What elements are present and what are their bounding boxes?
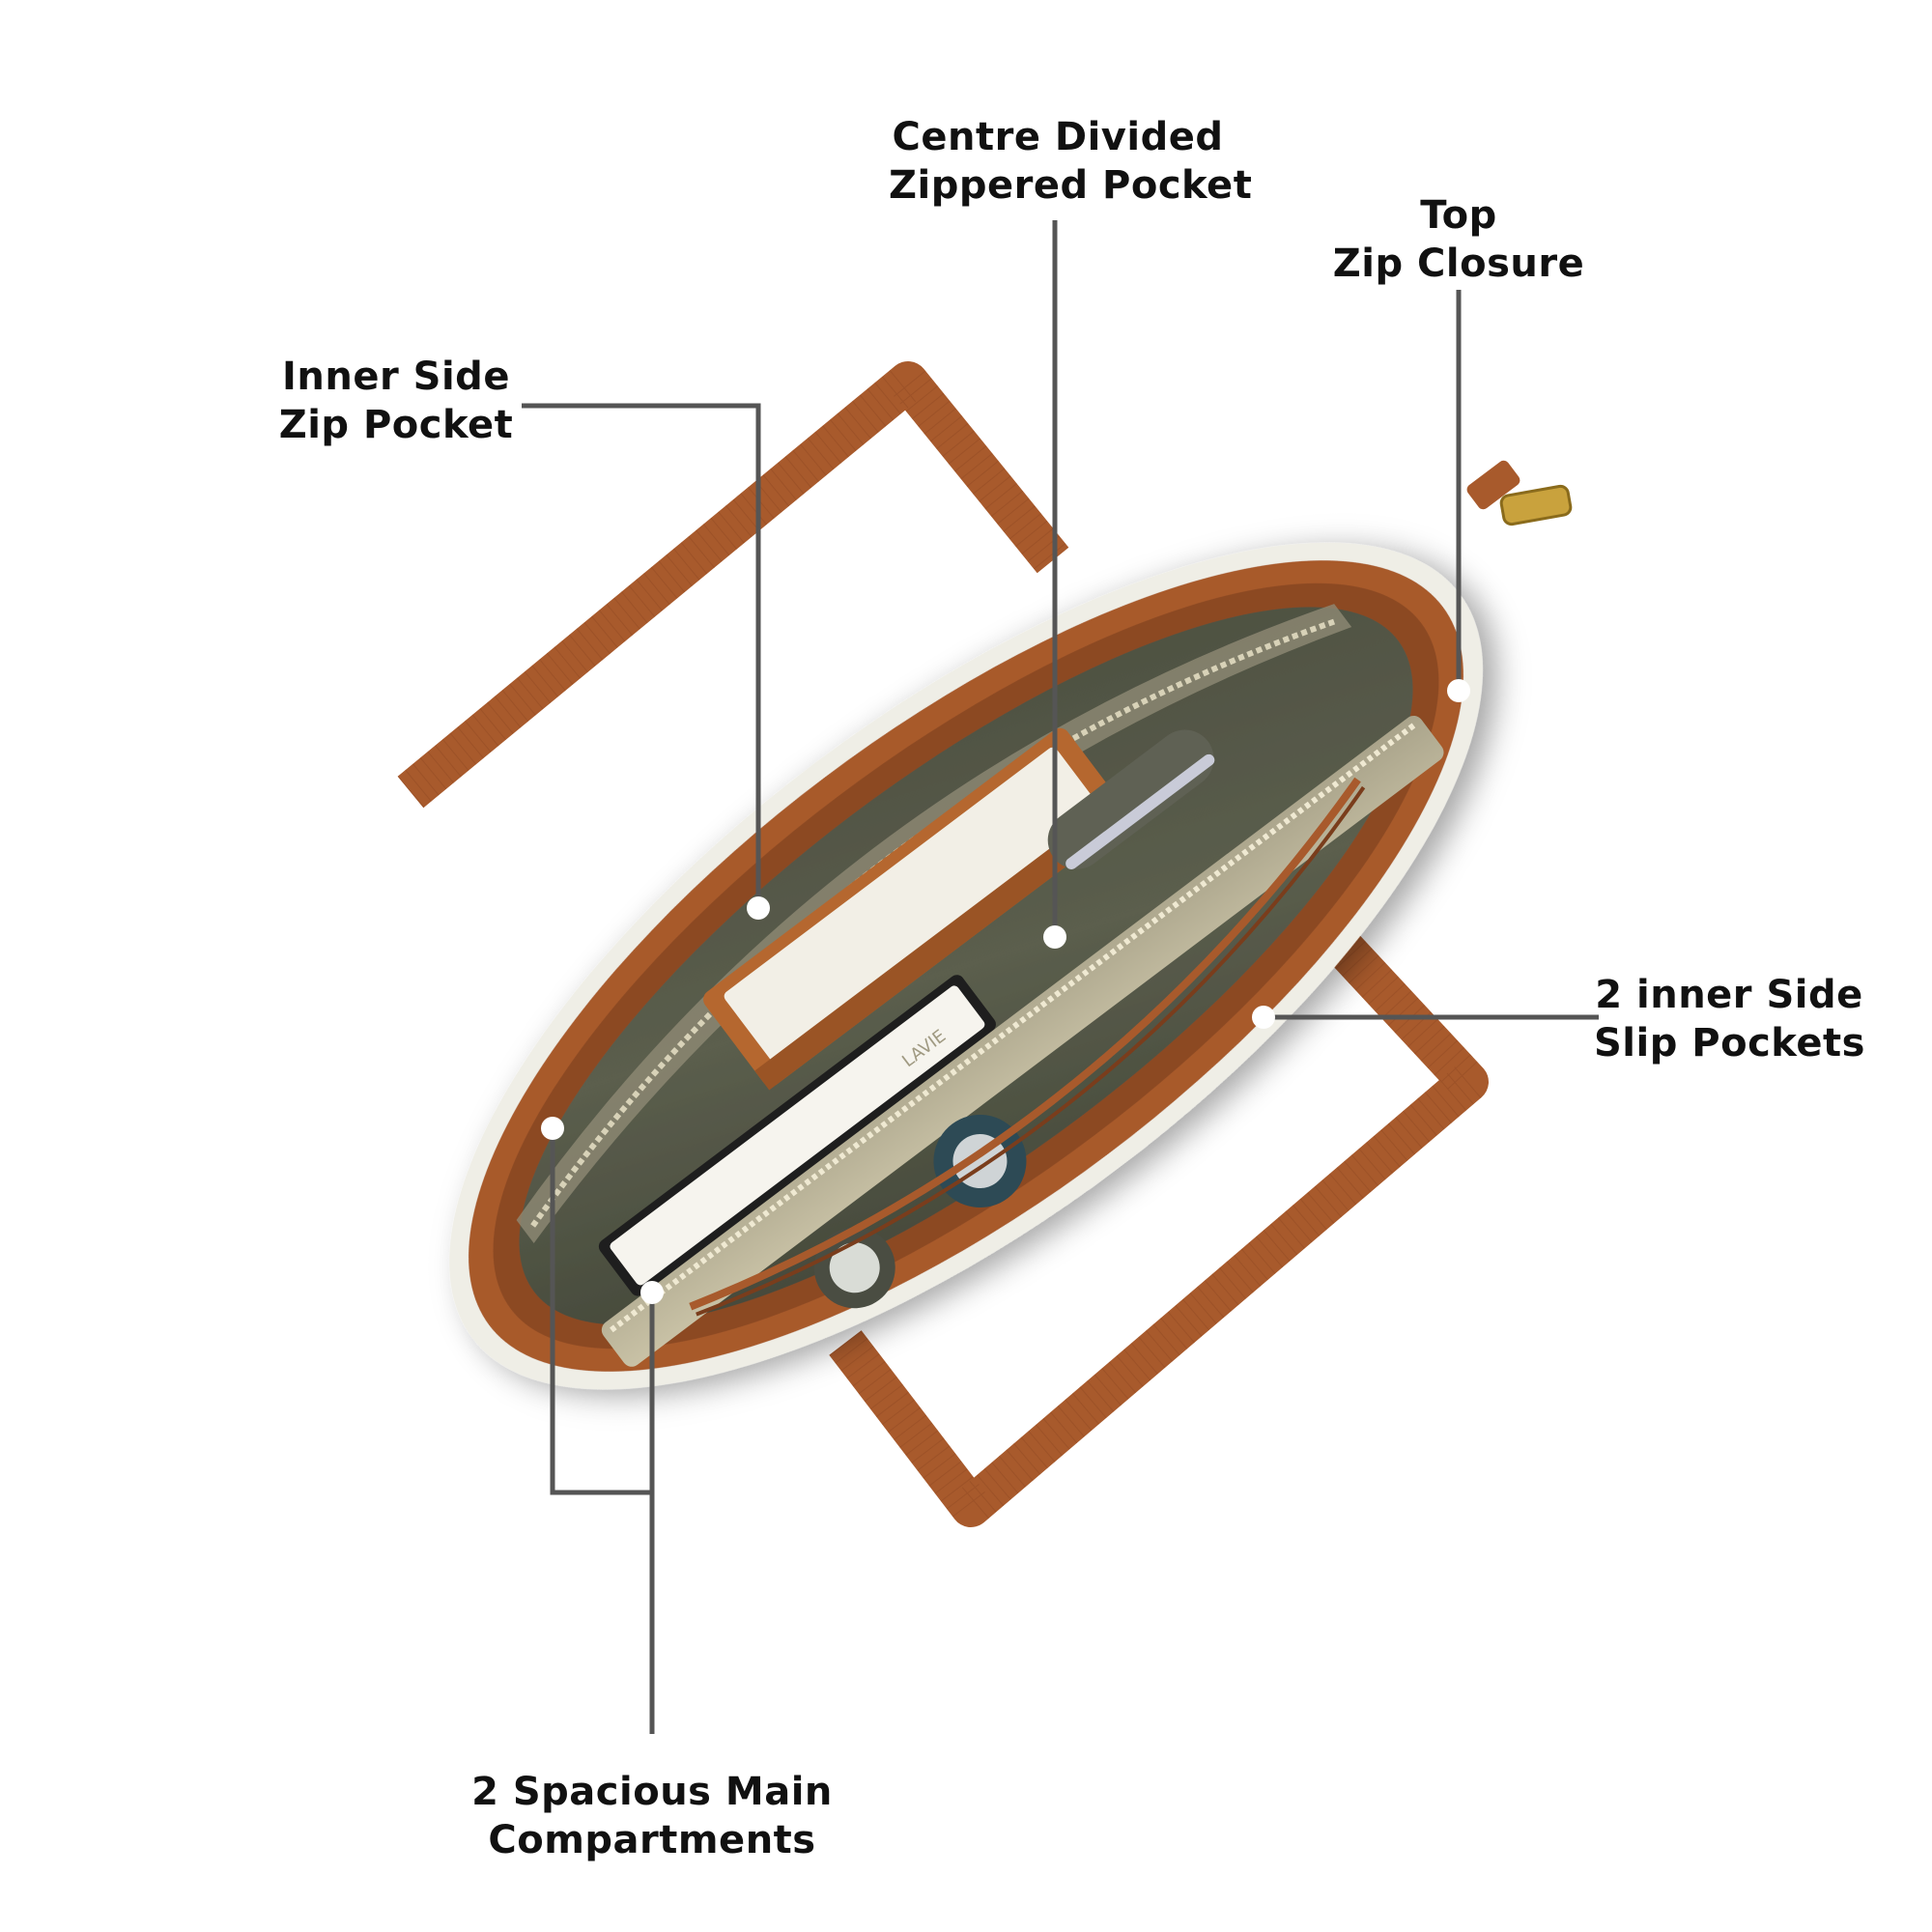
zip-puller	[1466, 460, 1573, 526]
callout-slip-pockets-line1: 2 inner Side	[1595, 973, 1863, 1017]
callout-top-zip-line2: Zip Closure	[1332, 242, 1585, 286]
callout-main-compartments: 2 Spacious Main Compartments	[459, 1768, 845, 1864]
callout-inner-zip: Inner Side Zip Pocket	[261, 353, 531, 449]
callout-main-compartments-line1: 2 Spacious Main	[471, 1770, 833, 1814]
dot-compartment-2	[640, 1281, 664, 1304]
callout-inner-zip-line2: Zip Pocket	[278, 403, 514, 447]
dot-top-zip	[1447, 679, 1470, 702]
callout-top-zip: Top Zip Closure	[1304, 191, 1613, 288]
callout-centre-pocket-line2: Zippered Pocket	[889, 163, 1253, 208]
callout-centre-pocket-line1: Centre Divided	[892, 115, 1224, 159]
dot-compartment-1	[541, 1117, 564, 1140]
dot-inner-zip	[747, 896, 770, 920]
dot-slip-pockets	[1252, 1006, 1275, 1029]
leader-line-compartments	[550, 1128, 655, 1495]
callout-top-zip-line1: Top	[1420, 193, 1497, 238]
leader-lines	[522, 220, 1599, 1734]
callout-slip-pockets-line2: Slip Pockets	[1594, 1021, 1865, 1065]
dot-centre-pocket	[1043, 925, 1066, 949]
callout-centre-pocket: Centre Divided Zippered Pocket	[889, 113, 1253, 210]
callout-main-compartments-line2: Compartments	[488, 1818, 816, 1862]
bottom-handle	[829, 932, 1498, 1537]
callout-slip-pockets: 2 inner Side Slip Pockets	[1594, 971, 1864, 1067]
bag-interior	[516, 604, 1444, 1367]
callout-inner-zip-line1: Inner Side	[282, 355, 510, 399]
top-handle	[397, 353, 1069, 809]
callout-dots	[541, 679, 1470, 1304]
leader-line-inner-zip	[522, 403, 761, 908]
bag-body	[449, 542, 1483, 1390]
